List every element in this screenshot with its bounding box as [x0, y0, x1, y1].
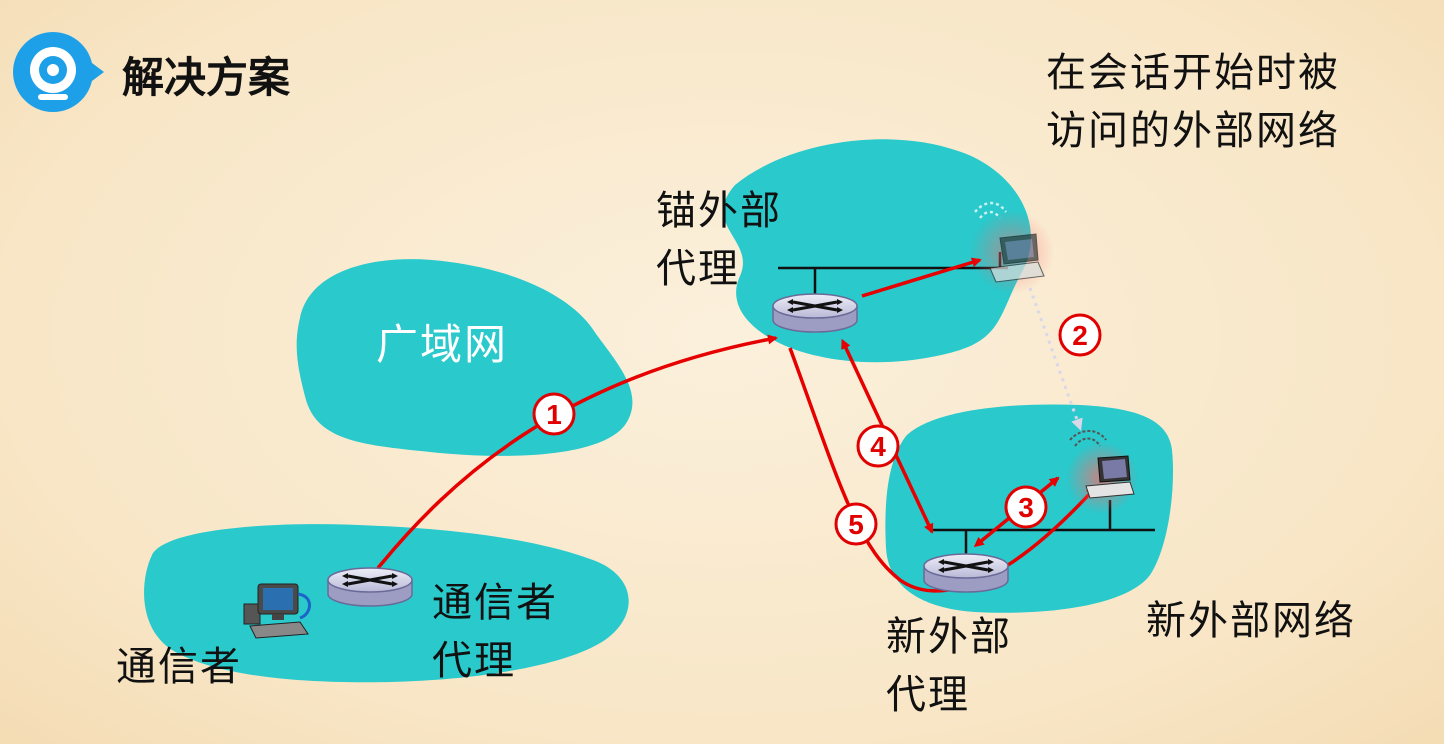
- correspondent-agent-label-line1: 通信者: [432, 580, 558, 626]
- svg-text:2: 2: [1072, 320, 1088, 351]
- correspondent-label: 通信者: [116, 644, 242, 690]
- svg-text:3: 3: [1018, 492, 1034, 523]
- step-4-marker: 4: [856, 424, 900, 468]
- correspondent-computer-icon: [243, 583, 311, 639]
- visited-network-label-line1: 在会话开始时被: [1046, 50, 1340, 96]
- svg-text:5: 5: [848, 509, 864, 540]
- wan-label: 广域网: [376, 320, 509, 369]
- arrow-step-1: [376, 334, 778, 570]
- anchor-agent-label-line2: 代理: [656, 246, 740, 292]
- new-network-label: 新外部网络: [1146, 598, 1356, 644]
- step-3-marker: 3: [1004, 485, 1048, 529]
- solution-title-icon: [13, 32, 104, 112]
- correspondent-agent-label-line2: 代理: [432, 638, 516, 684]
- new-agent-label-line2: 代理: [886, 672, 970, 718]
- step-1-marker: 1: [532, 392, 576, 436]
- svg-text:4: 4: [870, 431, 886, 462]
- new-agent-router: [923, 553, 1009, 593]
- svg-text:1: 1: [546, 399, 562, 430]
- arrow-step-5: [788, 347, 1097, 593]
- step-2-marker: 2: [1058, 313, 1102, 357]
- step-5-marker: 5: [834, 502, 878, 546]
- anchor-agent-router: [772, 293, 858, 333]
- new-laptop-icon: [1066, 430, 1138, 514]
- handoff-arrow: [1028, 287, 1083, 431]
- page-title: 解决方案: [122, 53, 291, 102]
- anchor-agent-label-line1: 锚外部: [656, 188, 782, 234]
- new-agent-label-line1: 新外部: [886, 614, 1012, 660]
- visited-network-label-line2: 访问的外部网络: [1046, 108, 1340, 154]
- old-laptop-icon: [970, 201, 1054, 294]
- arrow-anchor-to-old-host: [861, 257, 982, 298]
- correspondent-agent-router: [327, 567, 413, 607]
